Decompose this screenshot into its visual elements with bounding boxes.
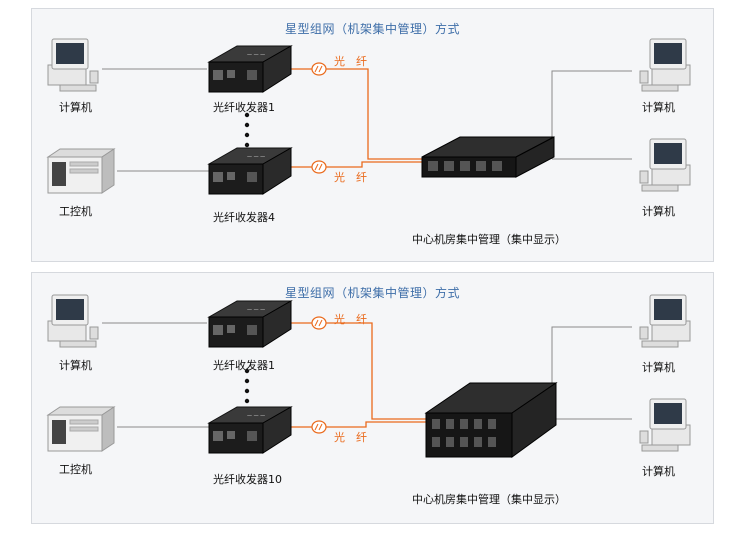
connection-lines xyxy=(102,62,632,174)
panel-star-network-1: 星型组网（机架集中管理）方式 计算机 xyxy=(31,8,714,262)
fiber-label-bottom: 光 纤 xyxy=(334,171,367,184)
svg-text:— — —: — — — xyxy=(247,154,265,160)
computer-icon xyxy=(639,398,691,452)
fiber-label-top: 光 纤 xyxy=(334,55,367,68)
fiber-line-top-b xyxy=(324,322,430,420)
copper-line-right-top xyxy=(551,326,632,419)
fiber-transceiver-icon: — — — xyxy=(207,300,293,348)
rack-label: 中心机房集中管理（集中显示） xyxy=(412,493,566,506)
panel-star-network-2: 星型组网（机架集中管理）方式 计算机 xyxy=(31,272,714,524)
right-top-label: 计算机 xyxy=(642,361,675,374)
fiber-connector-icon xyxy=(311,316,327,330)
computer-icon xyxy=(47,38,99,92)
right-bottom-label: 计算机 xyxy=(642,465,675,478)
ellipsis-dots xyxy=(244,368,250,404)
fiber-line-top-b xyxy=(324,68,422,160)
transceiver-top-label: 光纤收发器1 xyxy=(213,359,275,372)
svg-text:— — —: — — — xyxy=(247,307,265,313)
industrial-pc-icon xyxy=(46,148,116,194)
panel-title: 星型组网（机架集中管理）方式 xyxy=(284,22,460,36)
rack-label: 中心机房集中管理（集中显示） xyxy=(412,233,566,246)
transceiver-top-label: 光纤收发器1 xyxy=(213,101,275,114)
panel-title: 星型组网（机架集中管理）方式 xyxy=(284,286,460,300)
svg-text:— — —: — — — xyxy=(247,413,265,419)
computer-icon xyxy=(639,294,691,348)
fiber-label-bottom: 光 纤 xyxy=(334,431,367,444)
right-bottom-label: 计算机 xyxy=(642,205,675,218)
left-bottom-label: 工控机 xyxy=(59,205,92,218)
fiber-line-bottom-b xyxy=(324,421,430,428)
rack-chassis-icon xyxy=(424,382,558,458)
left-bottom-label: 工控机 xyxy=(59,463,92,476)
left-top-label: 计算机 xyxy=(59,101,92,114)
rack-chassis-icon xyxy=(421,136,555,178)
industrial-pc-icon xyxy=(46,406,116,452)
left-top-label: 计算机 xyxy=(59,359,92,372)
right-top-label: 计算机 xyxy=(642,101,675,114)
fiber-connector-icon xyxy=(311,62,327,76)
transceiver-bottom-label: 光纤收发器10 xyxy=(213,473,282,486)
fiber-transceiver-icon: — — — xyxy=(207,147,293,195)
computer-icon xyxy=(639,38,691,92)
computer-icon xyxy=(639,138,691,192)
fiber-connector-icon xyxy=(311,420,327,434)
transceiver-bottom-label: 光纤收发器4 xyxy=(213,211,275,224)
svg-text:— — —: — — — xyxy=(247,52,265,58)
computer-icon xyxy=(47,294,99,348)
fiber-transceiver-icon: — — — xyxy=(207,45,293,93)
copper-line-right-top xyxy=(551,70,632,159)
ellipsis-dots xyxy=(244,112,250,148)
connection-lines xyxy=(102,316,632,434)
fiber-label-top: 光 纤 xyxy=(334,313,367,326)
fiber-transceiver-icon: — — — xyxy=(207,406,293,454)
fiber-connector-icon xyxy=(311,160,327,174)
fiber-line-bottom-b xyxy=(324,161,422,168)
